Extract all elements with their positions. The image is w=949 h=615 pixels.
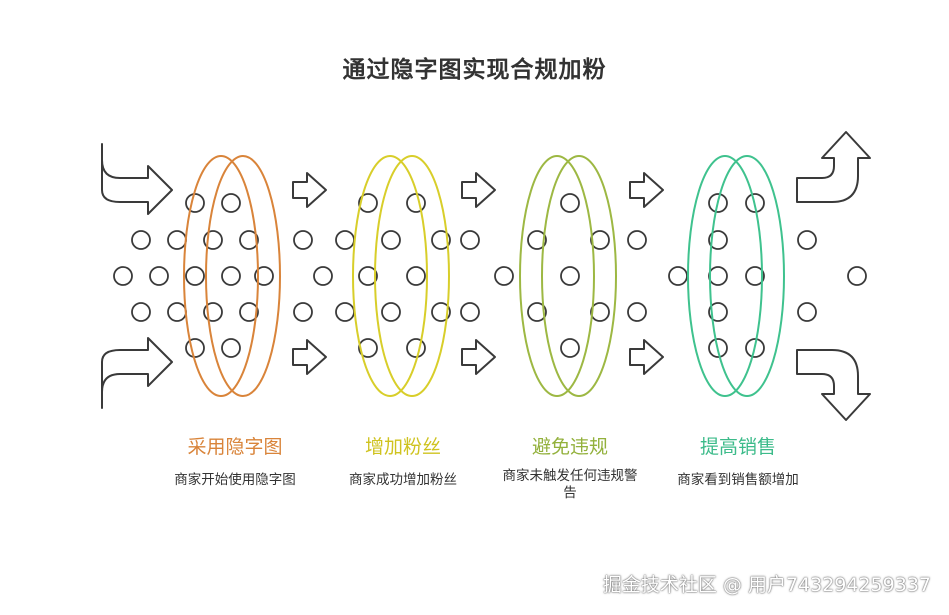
dot (167, 302, 187, 322)
stage-1-label: 采用隐字图 (187, 436, 283, 458)
lens-group (183, 155, 785, 397)
curved-in-arrow-icon (101, 337, 173, 409)
dot (460, 302, 480, 322)
right-arrow-icon (629, 172, 664, 208)
right-arrow-icon (629, 339, 664, 375)
dot (131, 230, 151, 250)
dot (358, 266, 378, 286)
dot (590, 302, 610, 322)
dot (431, 302, 451, 322)
dot (185, 338, 205, 358)
right-arrow-icon (292, 339, 327, 375)
dot (254, 266, 274, 286)
dot (560, 193, 580, 213)
lens-outline-back (183, 155, 259, 397)
dot (708, 266, 728, 286)
dot (185, 266, 205, 286)
dot-field (113, 193, 867, 358)
dot (406, 338, 426, 358)
dot (293, 230, 313, 250)
dot (335, 230, 355, 250)
dot (381, 230, 401, 250)
dot (221, 338, 241, 358)
dot (313, 266, 333, 286)
dot (627, 302, 647, 322)
dot (358, 193, 378, 213)
dot (527, 230, 547, 250)
dot (708, 302, 728, 322)
dot (668, 266, 688, 286)
right-arrow-icon (461, 339, 496, 375)
stage-4-description: 商家看到销售额增加 (677, 472, 799, 488)
diagram-title: 通过隐字图实现合规加粉 (342, 57, 607, 83)
stage-2-label: 增加粉丝 (364, 436, 441, 458)
dot (431, 230, 451, 250)
dot (239, 230, 259, 250)
right-arrow-icon (292, 172, 327, 208)
lens-outline-back (352, 155, 428, 397)
dot (381, 302, 401, 322)
dot (221, 266, 241, 286)
dot (745, 266, 765, 286)
right-arrow-icon (461, 172, 496, 208)
stage-2-description: 商家成功增加粉丝 (349, 472, 457, 488)
dot (113, 266, 133, 286)
lens-outline-back (519, 155, 595, 397)
watermark: 掘金技术社区 @ 用户743294259337 (602, 574, 931, 596)
dot (358, 338, 378, 358)
stage-4-label: 提高销售 (699, 436, 776, 458)
dot (167, 230, 187, 250)
dot (131, 302, 151, 322)
lens-outline-front (709, 155, 785, 397)
dot (797, 230, 817, 250)
dot (406, 266, 426, 286)
lens-outline-front (374, 155, 450, 397)
dot (293, 302, 313, 322)
dot (406, 193, 426, 213)
arrow-group (101, 131, 871, 421)
dot (460, 230, 480, 250)
dot (590, 230, 610, 250)
curved-out-arrow-icon (796, 131, 871, 203)
dot (527, 302, 547, 322)
lens-outline-front (205, 155, 281, 397)
dot (494, 266, 514, 286)
dot (335, 302, 355, 322)
lens-outline-back (687, 155, 763, 397)
dot (560, 266, 580, 286)
dot (847, 266, 867, 286)
dot (627, 230, 647, 250)
stage-3-description: 商家未触发任何违规警告 (502, 468, 638, 501)
dot (185, 193, 205, 213)
dot (708, 230, 728, 250)
lens-outline-front (541, 155, 617, 397)
stage-1-description: 商家开始使用隐字图 (174, 472, 296, 488)
curved-out-arrow-icon (796, 349, 871, 421)
dot (149, 266, 169, 286)
dot (797, 302, 817, 322)
dot (239, 302, 259, 322)
dot (560, 338, 580, 358)
stage-3-label: 避免违规 (531, 436, 608, 458)
curved-in-arrow-icon (101, 143, 173, 215)
dot (221, 193, 241, 213)
